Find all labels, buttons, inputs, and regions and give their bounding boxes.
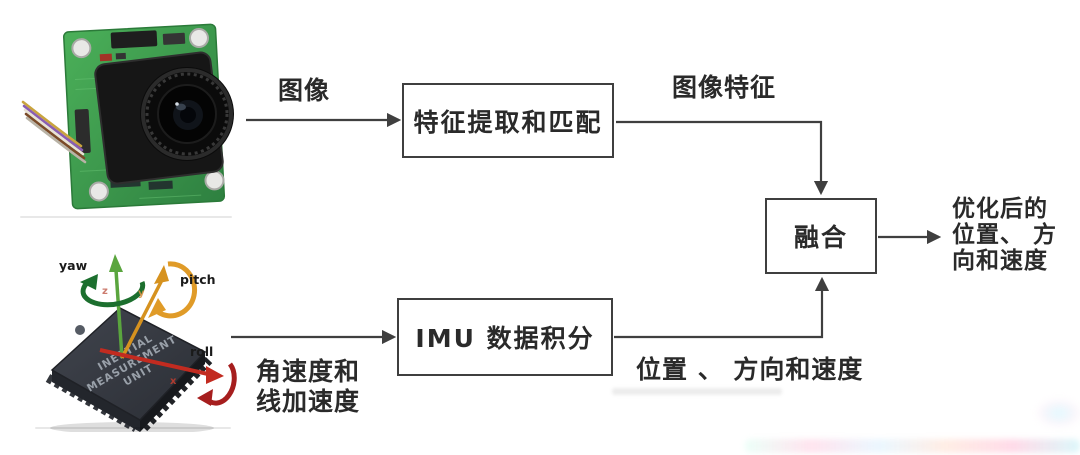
- imu-output-edge-label: 位置 、 方向和速度: [636, 355, 864, 384]
- imu-chip-illustration: INERTIAL MEASUREMENT UNIT yaw: [45, 254, 237, 432]
- camera-photo-baseline: [20, 216, 232, 218]
- pitch-label: pitch: [180, 272, 216, 287]
- feature-extraction-box: 特征提取和匹配: [402, 83, 614, 158]
- arrow-integration-to-fusion: [614, 276, 830, 339]
- image-features-edge-label: 图像特征: [672, 73, 777, 102]
- image-edge-label: 图像: [278, 76, 331, 105]
- lens-barrel: [140, 67, 234, 161]
- wire-bundle: [21, 100, 87, 164]
- chip-body: INERTIAL MEASUREMENT UNIT: [45, 307, 213, 432]
- watermark-blotch: [1038, 400, 1080, 426]
- yaw-axis-arrow: [80, 254, 146, 359]
- axis-y-label: y: [138, 288, 145, 299]
- fusion-output-line2: 位置、 方: [952, 222, 1058, 248]
- fusion-box: 融合: [765, 198, 877, 274]
- imu-photo-baseline: [35, 427, 231, 429]
- fusion-output-label: 优化后的 位置、 方 向和速度: [952, 196, 1068, 274]
- pitch-axis-arrow: [120, 261, 198, 359]
- roll-axis-arrow: [99, 348, 237, 406]
- imu-input-line1: 角速度和: [256, 357, 361, 386]
- watermark-streak: [745, 439, 1080, 453]
- imu-integration-box: IMU 数据积分: [397, 298, 613, 376]
- camera-module-photo: [21, 23, 234, 210]
- roll-label: roll: [190, 344, 213, 359]
- imu-input-line2: 线加速度: [256, 387, 361, 416]
- fusion-output-line3: 向和速度: [952, 248, 1048, 274]
- faint-text-smudge: [612, 388, 782, 395]
- axis-x-label: x: [170, 376, 177, 387]
- fusion-output-line1: 优化后的: [952, 196, 1048, 222]
- axis-z-label: z: [102, 286, 108, 297]
- imu-input-edge-label: 角速度和 线加速度: [256, 357, 360, 417]
- arrow-feature-to-fusion: [616, 120, 829, 196]
- corner-screw-pads: [71, 28, 225, 202]
- yaw-label: yaw: [59, 258, 88, 273]
